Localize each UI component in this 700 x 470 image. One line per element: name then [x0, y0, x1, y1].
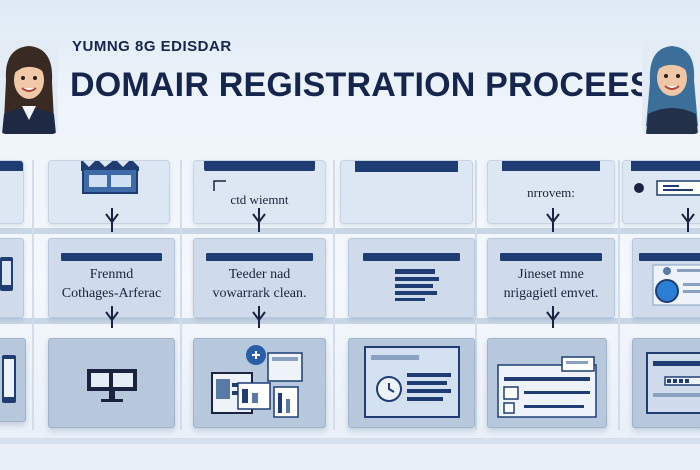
row-line-top [0, 228, 700, 234]
down-arrow-icon [105, 306, 119, 328]
address-bar-icon [634, 180, 700, 196]
down-arrow-icon [546, 208, 560, 232]
woman-avatar-icon [642, 40, 700, 134]
column-divider [32, 160, 34, 430]
step-text: Teeder nad [228, 267, 291, 282]
step-card-mid-4 [348, 238, 475, 318]
step-card-mid-2: Frenmd Cothages-Arferac [48, 238, 175, 318]
subtitle: YUMNG 8G EDISDAR [72, 38, 232, 55]
row-line-bottom [0, 438, 700, 444]
step-text: Frenmd [89, 267, 134, 282]
step-card-mid-1 [0, 238, 24, 318]
down-arrow-icon [252, 306, 266, 328]
step-text: Cothages-Arferac [61, 286, 162, 301]
profile-form-icon [652, 264, 700, 306]
step-card-top-2 [48, 160, 170, 224]
step-text: vowarrark clean. [212, 286, 307, 301]
step-card-mid-5: Jineset mne nrigagietl emvet. [487, 238, 615, 318]
step-card-bottom-6 [632, 338, 700, 428]
column-divider [180, 160, 182, 430]
browser-window-icon [81, 161, 139, 194]
phone-icon [0, 257, 13, 291]
down-arrow-icon [546, 306, 560, 328]
step-text: nrigagietl emvet. [503, 286, 599, 301]
tablet-icon [2, 355, 16, 403]
step-card-bottom-5 [487, 338, 607, 428]
step-card-bottom-2 [48, 338, 175, 428]
step-card-bottom-3 [193, 338, 326, 428]
server-panel-icon [646, 352, 700, 414]
step-card-bottom-1 [0, 338, 26, 422]
page-title: DOMAIR REGISTRATION PROCEES [70, 66, 653, 104]
step-text: Jineset mne [518, 267, 584, 282]
step-card-top-6 [622, 160, 700, 224]
form-card-icon [364, 346, 460, 418]
column-divider [475, 160, 477, 430]
step-card-top-1 [0, 160, 24, 224]
column-divider [333, 160, 335, 430]
step-label: ctd wiemnt [230, 192, 289, 207]
devices-dashboard-icon [211, 345, 303, 418]
down-arrow-icon [681, 208, 695, 232]
row-line-middle [0, 318, 700, 324]
registration-form-icon [497, 356, 597, 418]
column-divider [618, 160, 620, 430]
document-lines-icon [393, 267, 443, 303]
step-card-mid-6 [632, 238, 700, 318]
down-arrow-icon [252, 208, 266, 232]
avatar-right [642, 40, 700, 134]
monitor-icon [87, 369, 137, 402]
step-card-top-5: nrrovem: [487, 160, 615, 224]
bracket-icon [213, 180, 226, 191]
down-arrow-icon [105, 208, 119, 232]
step-card-mid-3: Teeder nad vowarrark clean. [193, 238, 326, 318]
step-card-top-4 [340, 160, 473, 224]
step-label: nrrovem: [527, 185, 575, 200]
step-card-bottom-4 [348, 338, 475, 428]
avatar-left [0, 40, 58, 134]
woman-avatar-icon [0, 40, 58, 134]
